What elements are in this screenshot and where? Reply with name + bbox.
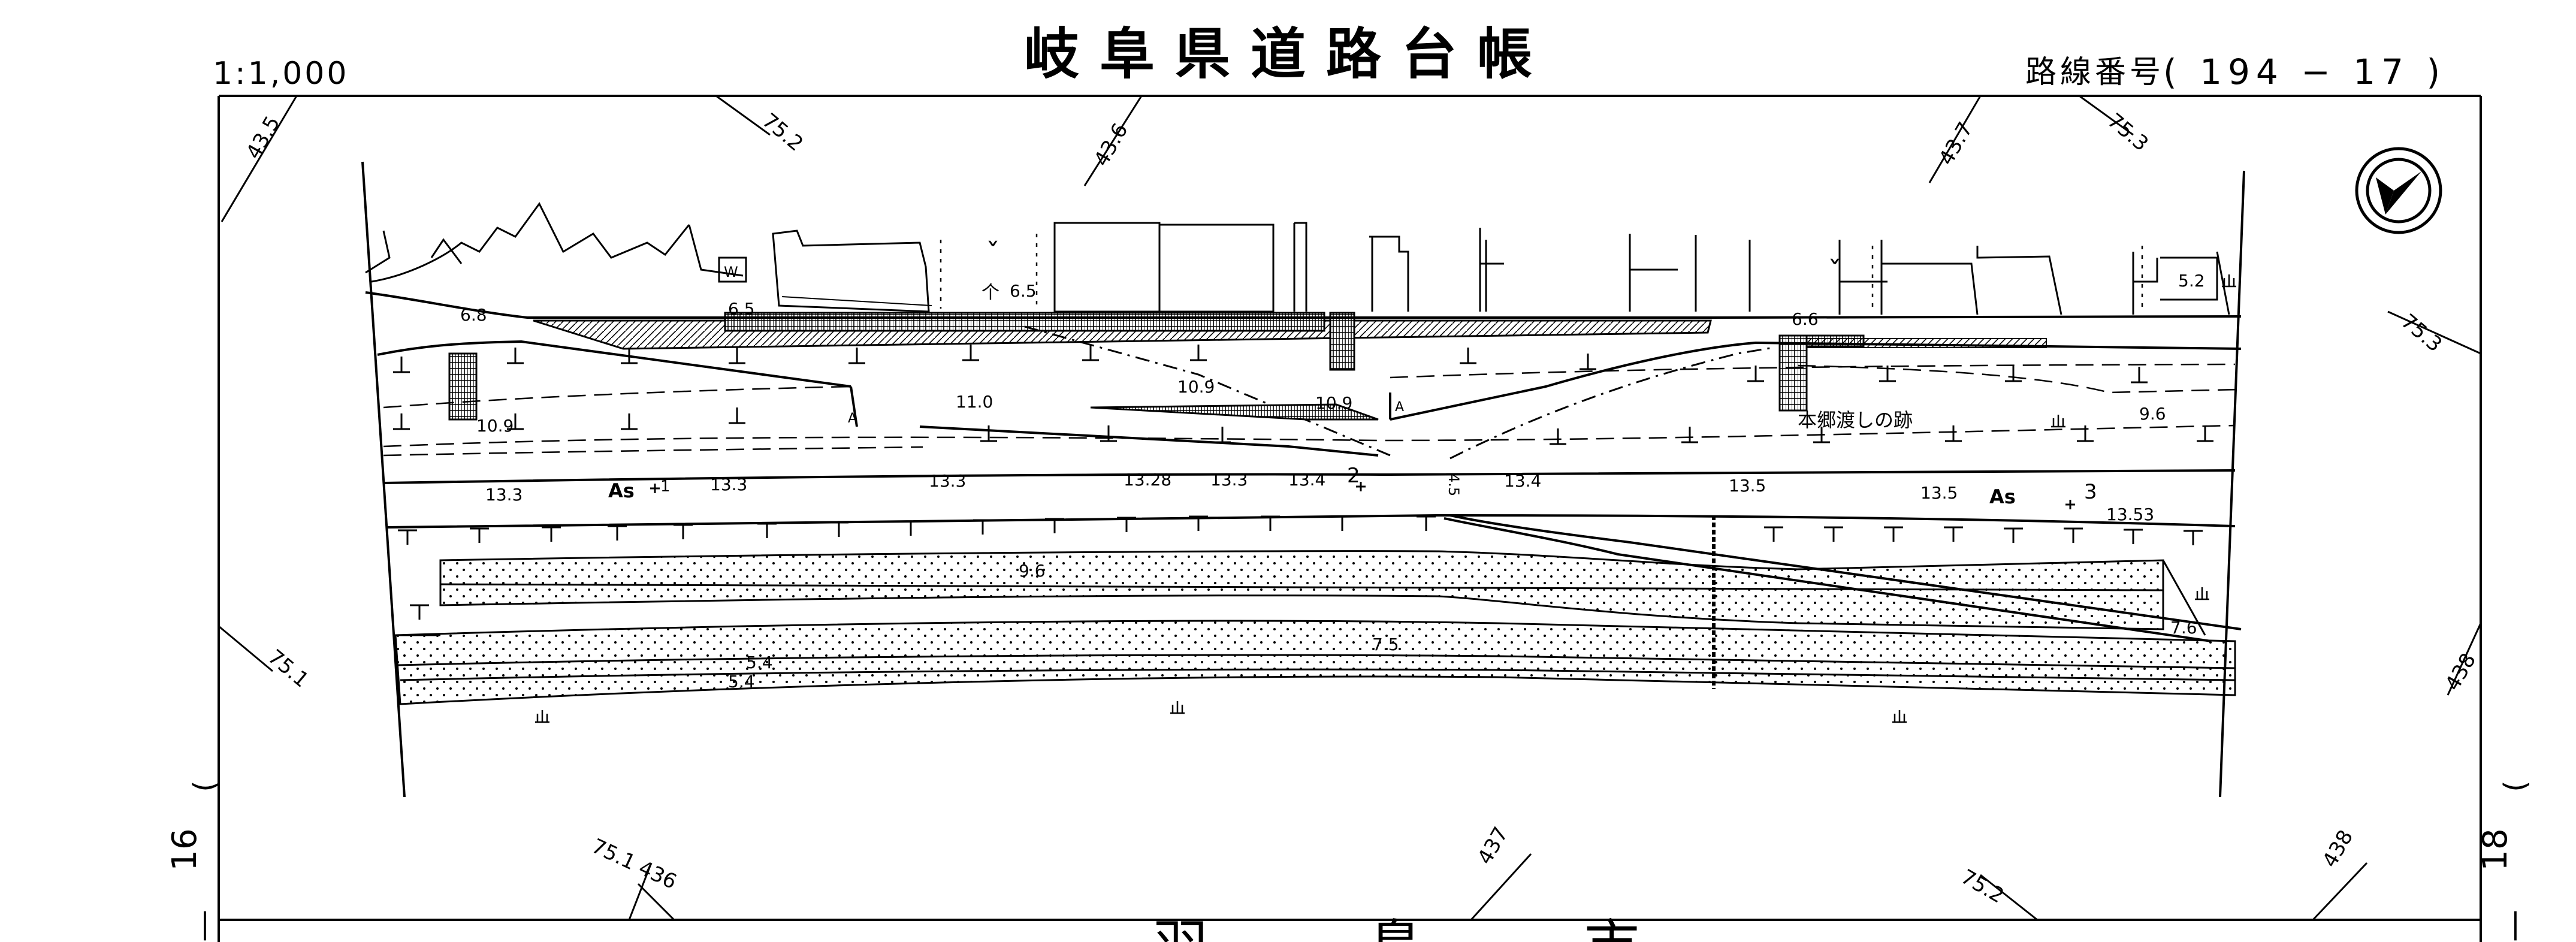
svg-text:島: 島 xyxy=(1369,914,1424,942)
marker-check: ˇ xyxy=(986,237,1000,271)
svg-text:4.5: 4.5 xyxy=(1445,473,1462,496)
svg-text:75.2: 75.2 xyxy=(1957,865,2009,908)
svg-text:10.9: 10.9 xyxy=(1177,377,1215,397)
map-annotations: 本郷渡しの跡 As As 1 2 3 A A W ˇ ˇ 个 xyxy=(608,237,2097,508)
svg-text:7.5: 7.5 xyxy=(1372,635,1399,654)
svg-text:13.3: 13.3 xyxy=(1210,470,1248,490)
svg-text:43.7: 43.7 xyxy=(1934,118,1977,170)
svg-text:—: — xyxy=(2499,910,2536,942)
svg-text:13.3: 13.3 xyxy=(929,471,966,491)
svg-text:75.2: 75.2 xyxy=(757,108,808,156)
historic-site-label: 本郷渡しの跡 xyxy=(1798,409,1913,431)
svg-text:): ) xyxy=(189,780,224,792)
svg-text:438: 438 xyxy=(2318,826,2358,871)
road-edge-lines xyxy=(365,291,2242,642)
north-arrow-icon xyxy=(2355,147,2442,234)
svg-text:13.28: 13.28 xyxy=(1124,470,1171,490)
svg-text:43.6: 43.6 xyxy=(1089,119,1133,171)
map-frame xyxy=(218,95,2482,942)
route-number-label: 路線番号 xyxy=(2025,55,2164,90)
elevation-labels: 6.8 6.5 6.5 6.6 5.2 10.9 11.0 10.9 10.9 … xyxy=(460,271,2205,692)
svg-text:—: — xyxy=(188,910,226,942)
svg-text:市: 市 xyxy=(1584,914,1639,942)
survey-point-3: 3 xyxy=(2084,480,2097,504)
left-sheet-marker: ) 16 — xyxy=(165,780,226,942)
svg-text:438: 438 xyxy=(2441,649,2481,695)
svg-text:7.6: 7.6 xyxy=(2170,618,2197,638)
svg-text:10.9: 10.9 xyxy=(1315,393,1352,413)
dash-dot-line xyxy=(1024,325,1774,460)
svg-text:13.5: 13.5 xyxy=(1729,476,1766,496)
svg-text:43.5: 43.5 xyxy=(241,112,285,164)
svg-text:5.4: 5.4 xyxy=(746,653,773,672)
marker-a: A xyxy=(1395,400,1404,415)
north-sidewalk-strip xyxy=(448,312,2047,421)
svg-text:75.3: 75.3 xyxy=(2396,309,2447,357)
svg-text:16: 16 xyxy=(165,828,204,871)
marker-check: ˇ xyxy=(1828,255,1842,289)
map-title: 岐阜県道路台帳 xyxy=(1024,22,1553,86)
right-sheet-marker: ) 18 — xyxy=(2476,780,2536,942)
dashed-boundaries-north xyxy=(940,234,2143,312)
svg-text:18: 18 xyxy=(2476,828,2515,871)
surface-asphalt-label: As xyxy=(608,479,635,502)
svg-text:6.6: 6.6 xyxy=(1792,309,1819,329)
svg-text:13.4: 13.4 xyxy=(1288,470,1325,490)
svg-text:6.5: 6.5 xyxy=(1010,281,1037,301)
road-dashed-centerlines xyxy=(383,363,2239,457)
municipality-name: 羽 島 市 xyxy=(1153,914,1639,942)
survey-point-1: 1 xyxy=(660,478,671,496)
marker-w: W xyxy=(724,264,738,280)
svg-text:13.3: 13.3 xyxy=(485,485,523,505)
svg-text:75.1: 75.1 xyxy=(263,645,313,692)
svg-text:6.8: 6.8 xyxy=(460,305,487,325)
svg-text:13.4: 13.4 xyxy=(1504,471,1541,491)
svg-text:13.3: 13.3 xyxy=(710,475,747,494)
svg-text:13.53: 13.53 xyxy=(2106,505,2154,524)
svg-text:5.2: 5.2 xyxy=(2178,271,2205,291)
svg-text:13.5: 13.5 xyxy=(1920,483,1958,503)
slope-marks-row-1 xyxy=(392,343,2149,384)
marker-hat: 个 xyxy=(982,282,999,303)
svg-text:9.6: 9.6 xyxy=(1019,561,1046,581)
svg-text:): ) xyxy=(2499,780,2534,792)
svg-text:10.9: 10.9 xyxy=(476,416,514,436)
surface-asphalt-label: As xyxy=(1989,485,2016,508)
survey-cross-marks xyxy=(650,482,2075,509)
survey-point-2: 2 xyxy=(1347,464,1360,488)
route-number-value: ( 194 − 17 ) xyxy=(2163,52,2446,92)
svg-text:5.4: 5.4 xyxy=(728,672,755,692)
svg-text:11.0: 11.0 xyxy=(956,392,993,412)
median-island xyxy=(1090,403,1379,421)
svg-text:9.6: 9.6 xyxy=(2139,404,2166,424)
svg-text:羽: 羽 xyxy=(1153,914,1208,942)
building-outlines xyxy=(365,202,2230,315)
svg-text:75.1 436: 75.1 436 xyxy=(588,834,680,894)
svg-text:75.3: 75.3 xyxy=(2103,108,2153,156)
map-scale: 1:1,000 xyxy=(213,56,349,92)
embankment-dotted-bands xyxy=(394,515,2236,705)
svg-text:6.5: 6.5 xyxy=(728,299,755,319)
grid-tick-lines xyxy=(218,95,2482,921)
marker-a: A xyxy=(848,411,857,426)
svg-text:437: 437 xyxy=(1473,823,1513,868)
